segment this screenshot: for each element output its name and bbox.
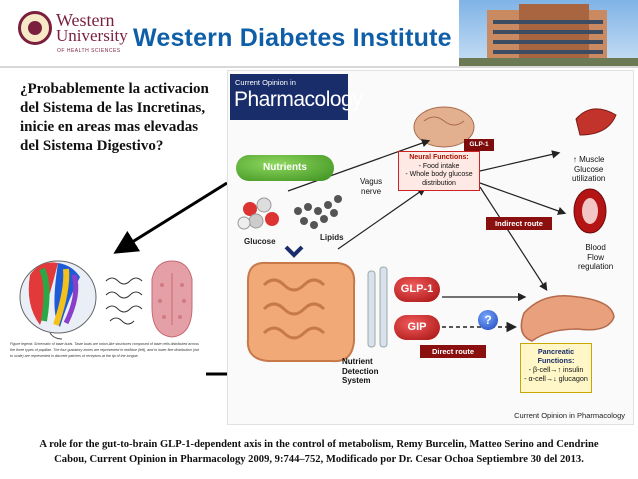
taste-bud-caption: Figure legend: Schematic of taste buds. … [10, 342, 199, 358]
university-subtitle: OF HEALTH SCIENCES [57, 48, 121, 54]
university-name-line2: University [56, 26, 128, 45]
figure-credit: Current Opinion in Pharmacology [514, 411, 625, 420]
indirect-route-label: Indirect route [486, 217, 552, 230]
nutrients-pill: Nutrients [236, 155, 334, 181]
neural-item-glucose: - Whole body glucose [405, 171, 473, 178]
question-mark-icon: ? [478, 310, 498, 330]
direct-route-label: Direct route [420, 345, 486, 358]
blood-line1: Blood [585, 243, 606, 252]
journal-line2: Pharmacology [234, 88, 363, 111]
pancreatic-title1: Pancreatic [537, 347, 575, 356]
pancreatic-item-insulin: - β-cell→↑ insulin [528, 365, 584, 374]
slide-header: Western University OF HEALTH SCIENCES We… [0, 0, 638, 68]
building-photo [459, 0, 638, 66]
question-text: ¿Probablemente la activacion del Sistema… [20, 81, 209, 154]
pancreatic-item-glucagon: - α-cell→↓ glucagon [524, 374, 588, 383]
gip-pill: GIP [394, 315, 440, 340]
lipids-label: Lipids [320, 233, 344, 242]
reference-line2: Cabou, Current Opinion in Pharmacology 2… [54, 454, 584, 465]
vagus-line1: Vagus [360, 177, 383, 186]
arrow-to-tongue [113, 181, 228, 254]
institute-title: Western Diabetes Institute [133, 24, 452, 52]
journal-logo: Current Opinion in Pharmacology [230, 74, 363, 120]
pancreas-icon [520, 295, 615, 342]
blood-line3: regulation [578, 262, 614, 271]
neural-item-distribution: distribution [422, 179, 456, 187]
figure-diagram [237, 106, 617, 363]
nds-line1: Nutrient [342, 357, 373, 366]
vagus-nerve-label: Vagus nerve [360, 177, 382, 196]
nds-line3: System [342, 376, 371, 385]
glucose-molecule-icon [237, 197, 279, 230]
blood-line2: Flow [587, 252, 605, 262]
nds-line2: Detection [342, 366, 379, 376]
university-name: Western University [56, 10, 128, 45]
neural-title: Neural Functions: [409, 154, 469, 161]
pancreatic-functions-box: Pancreatic Functions: - β-cell→↑ insulin… [520, 343, 592, 393]
taste-bud-figure: Figure legend: Schematic of taste buds. … [10, 255, 200, 410]
vagus-line2: nerve [361, 186, 382, 196]
pancreatic-title2: Functions: [537, 356, 575, 365]
muscle-line2: Glucose [574, 164, 604, 174]
journal-line1: Current Opinion in [235, 78, 296, 87]
muscle-line1: ↑ Muscle [572, 155, 605, 164]
neural-item-food: - Food intake [418, 162, 460, 170]
glp1-pill: GLP-1 [394, 277, 440, 302]
glucose-label: Glucose [244, 237, 276, 246]
pharmacology-figure: Current Opinion in Pharmacology [227, 70, 634, 425]
muscle-label: ↑ Muscle Glucose utilization [572, 155, 605, 184]
brain-icon [413, 106, 475, 148]
muscle-icon [575, 108, 617, 136]
chevron-down-icon [284, 245, 304, 258]
header-divider [0, 66, 638, 68]
blood-flow-label: Blood Flow regulation [578, 243, 613, 272]
taste-bud-illustration [19, 260, 193, 340]
reference-line1: A role for the gut-to-brain GLP-1-depend… [39, 439, 599, 450]
university-seal-icon [18, 11, 52, 45]
reference-citation: A role for the gut-to-brain GLP-1-depend… [10, 437, 628, 467]
nutrient-detection-label: Nutrient Detection System [342, 357, 378, 386]
glp1-brain-tag: GLP-1 [464, 139, 494, 151]
muscle-line3: utilization [572, 174, 606, 183]
detection-column-icon [367, 270, 376, 348]
neural-functions-box: Neural Functions: - Food intake - Whole … [398, 151, 480, 191]
intestine-icon [246, 261, 356, 363]
lipid-molecule-icon [294, 195, 342, 229]
university-name-line1: Western [56, 10, 115, 30]
